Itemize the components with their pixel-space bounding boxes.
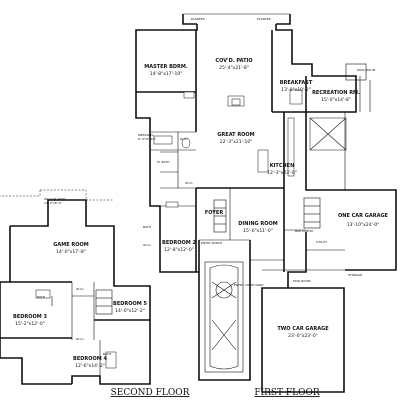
room-name: FOYER [205,210,224,216]
entry-porch-label: ENTRY PORCH [201,241,222,245]
room-dimensions: 12'-6"x14'-2" [75,363,105,369]
bar-pantry-label: BAR PANTRY [295,229,314,233]
room-bedroom-4: BEDROOM 4 12'-6"x14'-2" [73,356,107,369]
room-name: GREAT ROOM [217,132,254,138]
room-name: BEDROOM 4 [73,356,107,362]
room-dimensions: 12'-8"x12'-0" [164,247,194,253]
room-name: BEDROOM 3 [13,314,47,320]
room-name: BEDROOM 5 [113,301,147,307]
room-breakfast: BREAKFAST 13'-0"x10'-2" [280,80,313,93]
room-dimensions: 12'-3"x23'-0" [267,170,297,176]
pool-equip-label: POOL EQUIP [357,68,375,72]
wic-3-label: W.I.C. [143,243,152,247]
room-dimensions: 25'-4"x21'-8" [219,65,249,71]
room-master-bdrm: MASTER BDRM. 14'-8"x17'-10" [144,64,188,77]
wic-2-label: W.I.C. [185,181,194,185]
dressing-label: DRESSING [138,133,154,137]
first-floor-outer-walls [135,13,397,393]
room-bedroom-3: BEDROOM 3 15'-2"x12'-0" [13,314,47,327]
room-dimensions: 13'-10"x24'-0" [347,222,380,228]
storage-label: STORAGE [348,273,362,277]
room-dimensions: 14'-8"x17'-10" [150,71,183,77]
room-game-room: GAME ROOM 14'-0"x17'-8" [53,242,88,255]
room-name: TWO CAR GARAGE [277,326,329,332]
first-floor-interior-walls [136,30,345,272]
room-two-car-garage: TWO CAR GARAGE 23'-0"x23'-0" [277,326,329,339]
first-floor-plan: PLANTER PLANTER POOL EQUIP DRESSING 6'-4… [135,13,397,398]
room-name: MASTER BDRM. [144,64,188,70]
room-foyer: FOYER [205,210,224,216]
room-great-room: GREAT ROOM 22'-3"x21'-10" [217,132,254,145]
dressing-dim: 6'-4"x5'-10" [138,137,157,141]
room-dimensions: 15'-2"x12'-0" [15,321,45,327]
room-name: KITCHEN [270,163,295,169]
entry-court-label: ENTRY COURT-YARD [234,283,264,287]
room-dimensions: 14'-0"x12'-2" [115,308,145,314]
walk-in-attic-label: WALK-IN ATTIC [44,197,66,201]
second-floor-walls [0,189,151,385]
room-name: RECREATION RM. [312,90,360,96]
room-covd-patio: COV'D. PATIO 25'-4"x21'-8" [215,58,252,71]
planter-right-label: PLANTER [257,17,271,21]
mud-room-label: MUD ROOM [293,279,311,283]
room-dining-room: DINING ROOM 15'-0"x11'-0" [238,221,277,234]
first-floor-title: FIRST FLOOR [254,388,320,398]
room-recreation-rm: RECREATION RM. 15'-0"x14'-8" [312,90,360,103]
second-floor-title: SECOND FLOOR [111,388,190,398]
room-dimensions: 15'-0"x11'-0" [243,228,273,234]
room-name: ONE CAR GARAGE [338,213,389,219]
planter-left-label: PLANTER [191,17,205,21]
bath-a-label: BATH [37,295,45,299]
room-one-car-garage: ONE CAR GARAGE 13'-10"x24'-0" [338,213,389,228]
room-dimensions: 22'-3"x21'-10" [220,139,253,145]
room-dimensions: 23'-0"x23'-0" [288,333,318,339]
wic-b-label: W.I.C. [76,337,85,341]
room-dimensions: 13'-0"x10'-2" [281,87,311,93]
wic-a-label: W.I.C. [76,287,85,291]
master-bath-label: M. BATH [157,160,169,164]
room-name: BEDROOM 2 [162,240,196,246]
room-name: GAME ROOM [53,242,88,248]
room-name: DINING ROOM [238,221,277,227]
bath-label: BATH [143,225,151,229]
wic-1-label: W.I.C. [180,137,189,141]
bath-b-label: BATH [103,352,111,356]
first-floor-fixtures [153,63,371,373]
room-name: COV'D. PATIO [215,58,252,64]
room-bedroom-2: BEDROOM 2 12'-8"x12'-0" [162,240,196,253]
room-dimensions: 14'-0"x17'-8" [56,249,86,255]
room-name: BREAKFAST [280,80,313,86]
utility-label: UTILITY [316,240,327,244]
second-floor-plan: WALK-IN ATTIC 14'-4"x8'-0" BATH BATH W.I… [0,189,190,398]
walk-in-attic-dim: 14'-4"x8'-0" [44,201,63,205]
room-dimensions: 15'-0"x14'-8" [321,97,351,103]
room-bedroom-5: BEDROOM 5 14'-0"x12'-2" [113,301,147,314]
room-kitchen: KITCHEN 12'-3"x23'-0" [267,163,297,176]
